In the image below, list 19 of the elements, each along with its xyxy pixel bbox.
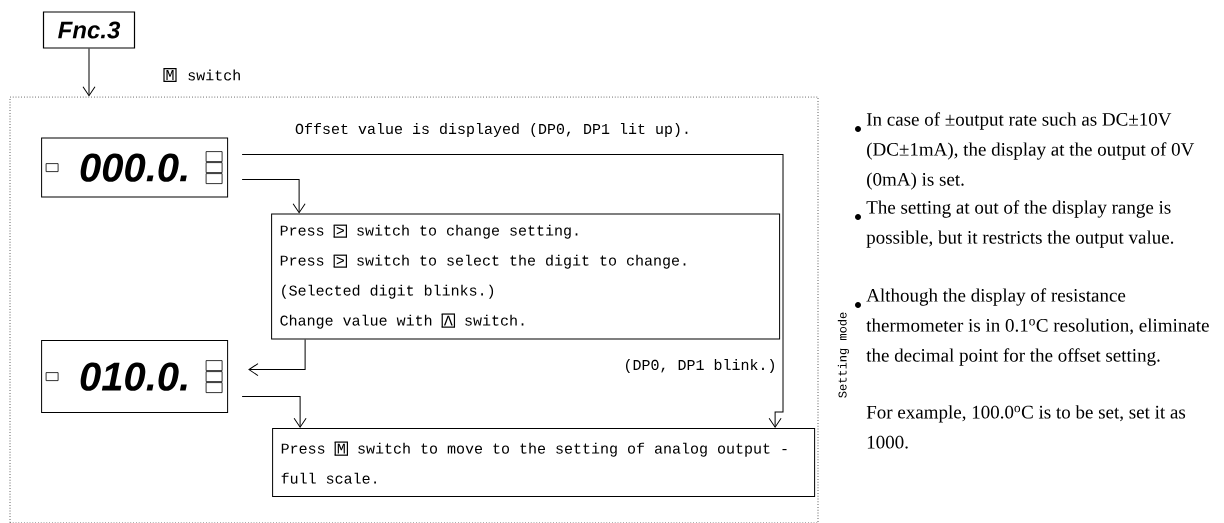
arrow (248, 339, 306, 377)
dotted-frame (9, 96, 819, 523)
arrow (82, 48, 96, 97)
instruction-box: Press > switch to change setting. Press > switch to select the digit to change. (Selected digit blinks.) Change value with Λ switch. (271, 213, 781, 340)
note: For example, 100.0$^{o}$C is to be set, set it as 1000. (866, 405, 1186, 449)
note: The setting at out of the display range is possible, but it restricts the output value. (866, 200, 1174, 248)
note: Although the display of resistance thermometer is in 0.1$^{o}$C resolution, eliminate the decimal point for the offset setting. (866, 288, 1209, 366)
label: Offset value is displayed (DP0, DP1 lit up). (295, 123, 688, 137)
arrow (241, 396, 307, 428)
digital-display: 000.0. (41, 137, 229, 198)
note: In case of ±output rate such as DC±10V (DC±1mA), the display at the output of 0V (0mA) is set. (866, 112, 1195, 190)
instruction-box: Press M switch to move to the setting of analog output - full scale. (272, 428, 816, 498)
label: switch (188, 69, 240, 81)
label: (DP0, DP1 blink.) (626, 359, 774, 373)
arrow (241, 179, 306, 214)
frame-title: Setting mode (837, 312, 849, 398)
arrow (241, 154, 784, 428)
display-box: Fnc.3 (42, 11, 136, 49)
digital-display: 010.0. (41, 340, 229, 414)
